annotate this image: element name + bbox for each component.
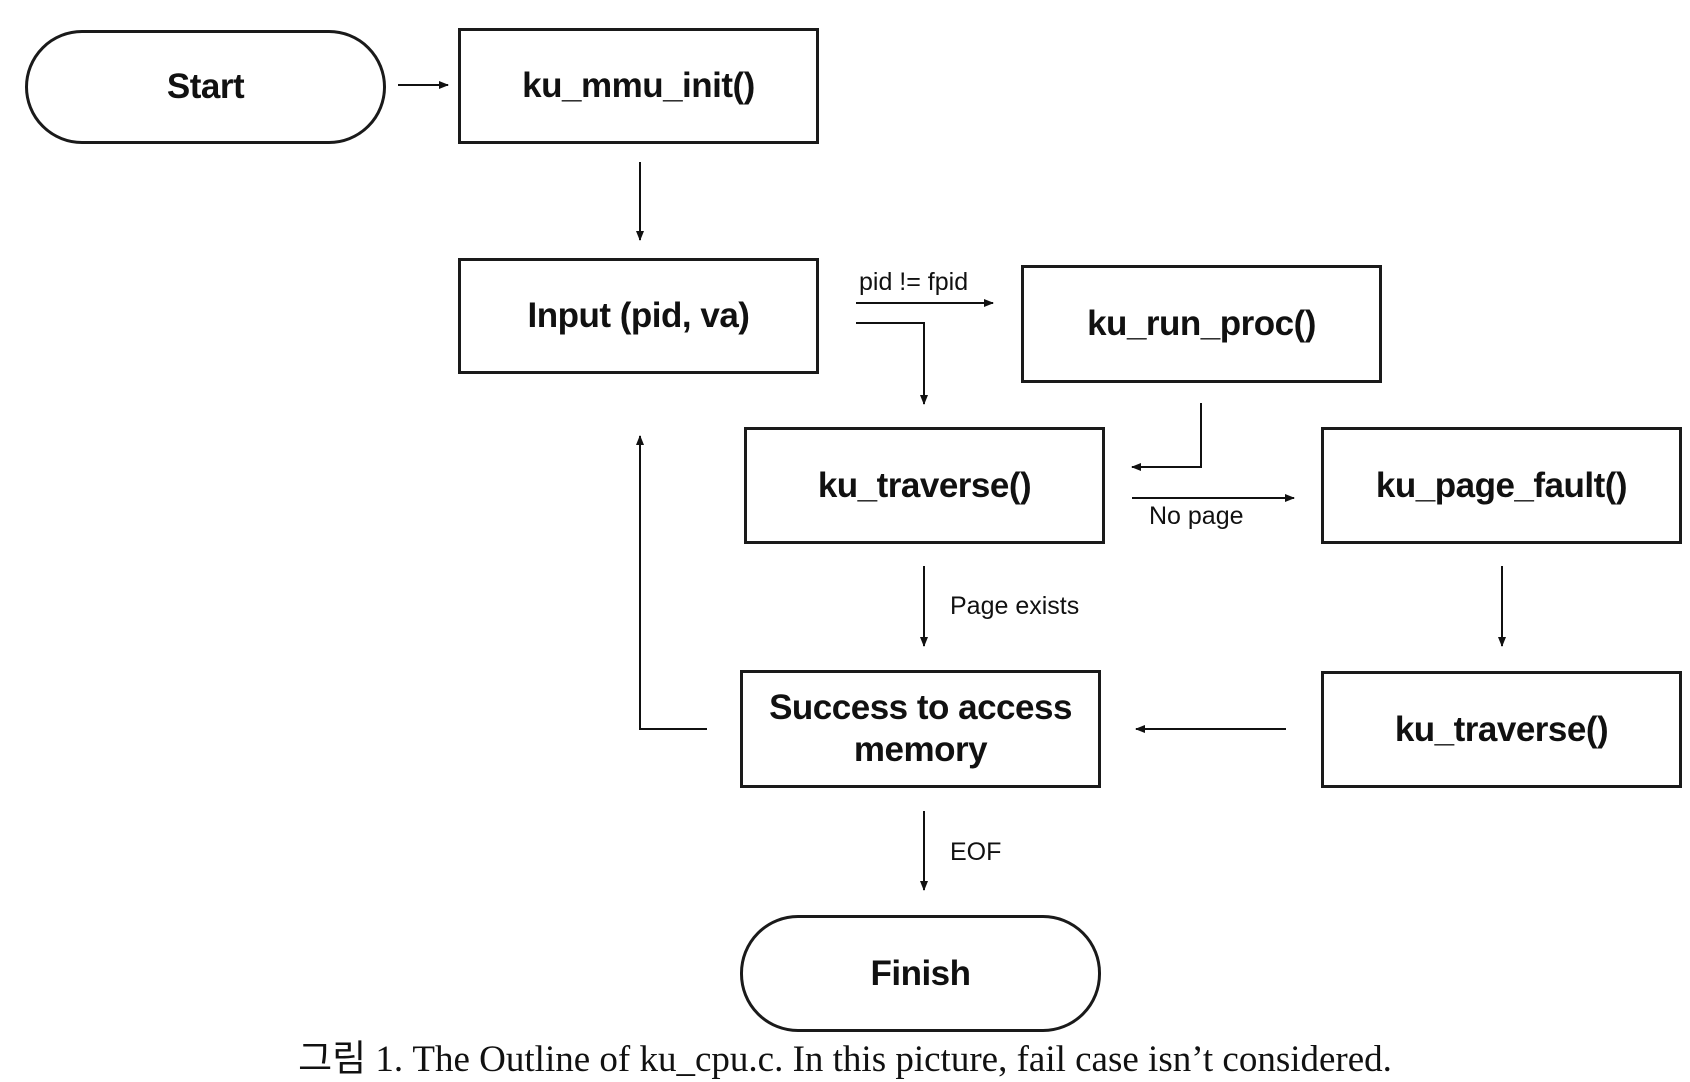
figure-caption: 그림 1. The Outline of ku_cpu.c. In this p…: [298, 1039, 1392, 1080]
edge-label-eof: EOF: [950, 838, 1002, 866]
ku-traverse-retry-node: ku_traverse(): [1321, 671, 1682, 788]
arrow-run-proc-to-traverse: [1131, 403, 1202, 471]
ku-page-fault-label: ku_page_fault(): [1375, 465, 1628, 505]
finish-label: Finish: [870, 953, 971, 993]
edge-label-page-exists: Page exists: [950, 592, 1080, 620]
ku-run-proc-node: ku_run_proc(): [1021, 265, 1382, 383]
success-label: Success to access memory: [769, 688, 1072, 769]
finish-node: Finish: [740, 915, 1101, 1032]
ku-mmu-init-label: ku_mmu_init(): [522, 66, 755, 105]
input-node: Input (pid, va): [458, 258, 819, 374]
success-node: Success to access memory: [740, 670, 1101, 788]
input-label: Input (pid, va): [527, 296, 750, 335]
ku-run-proc-label: ku_run_proc(): [1087, 304, 1316, 343]
ku-page-fault-node: ku_page_fault(): [1321, 427, 1682, 544]
start-node-label: Start: [166, 67, 245, 106]
ku-traverse-node: ku_traverse(): [744, 427, 1105, 544]
ku-mmu-init-node: ku_mmu_init(): [458, 28, 819, 144]
edge-label-pid-check: pid != fpid: [859, 268, 969, 296]
ku-traverse-label: ku_traverse(): [817, 465, 1032, 505]
arrow-success-to-input: [636, 435, 707, 730]
arrow-input-to-traverse: [856, 322, 928, 405]
start-node: Start: [25, 30, 386, 144]
ku-traverse-retry-label: ku_traverse(): [1394, 709, 1609, 749]
edge-label-no-page: No page: [1149, 502, 1244, 530]
